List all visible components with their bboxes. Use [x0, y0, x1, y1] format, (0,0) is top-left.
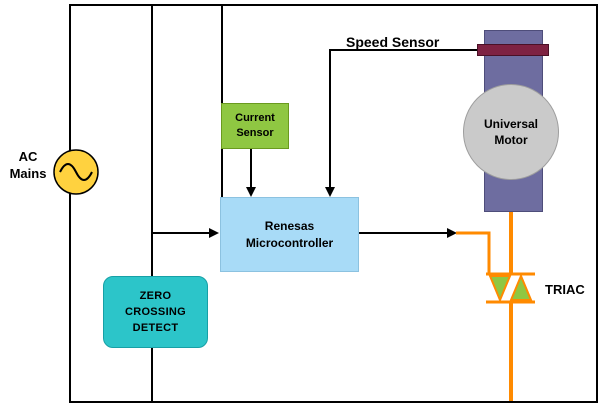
- zero-crossing-arrowhead: [209, 228, 219, 238]
- ac-source-icon: [53, 149, 99, 195]
- triac-symbol: [486, 272, 535, 304]
- speed-sensor-label: Speed Sensor: [346, 34, 440, 50]
- speed-sensor-bar: [477, 44, 549, 56]
- triac-gate-wire: [456, 231, 491, 273]
- gate-drive-arrowhead: [447, 228, 457, 238]
- microcontroller-block: Renesas Microcontroller: [220, 197, 359, 272]
- zero-crossing-detect-block: ZERO CROSSING DETECT: [103, 276, 208, 348]
- triac-label: TRIAC: [545, 282, 585, 297]
- current-sensor-arrowhead: [246, 187, 256, 197]
- universal-motor-label-circle: Universal Motor: [463, 84, 559, 180]
- triac-triangle-left: [488, 275, 512, 303]
- circuit-boundary-wire: [69, 4, 598, 403]
- speed-sensor-wire: [329, 49, 500, 189]
- ac-mains-label: AC Mains: [9, 149, 47, 181]
- current-sensor-block: Current Sensor: [221, 103, 289, 149]
- triac-triangle-right: [509, 273, 533, 301]
- speed-sensor-arrowhead: [325, 187, 335, 197]
